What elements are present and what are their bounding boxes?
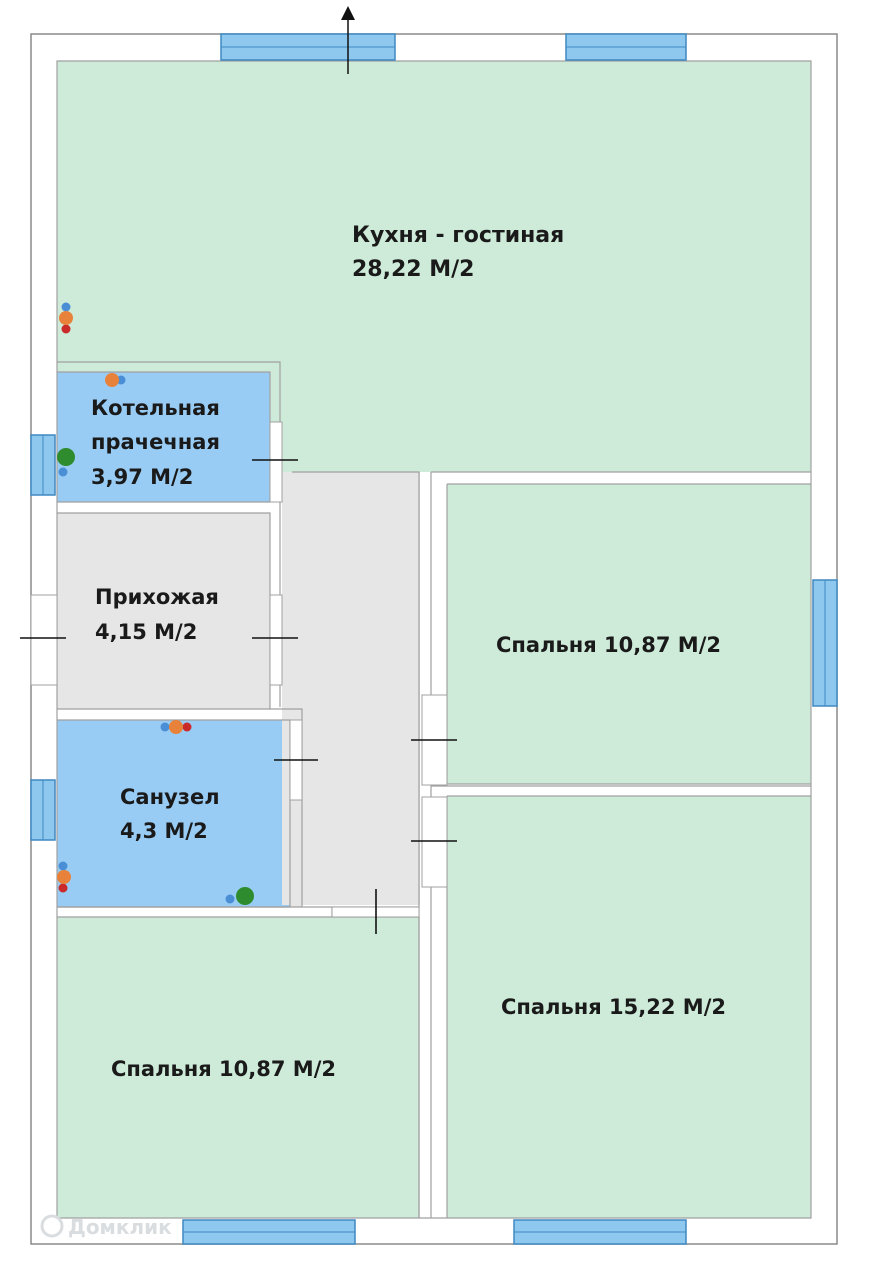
bathroom-area: 4,3 М/2 bbox=[120, 819, 208, 843]
bedroom-right-bottom-floor bbox=[447, 796, 811, 1218]
plumbing-fixture-icon bbox=[57, 448, 75, 477]
plumbing-fixture-icon bbox=[160, 720, 192, 734]
hall-name: Прихожая bbox=[95, 585, 219, 609]
door-icon bbox=[30, 594, 58, 686]
window-mullions bbox=[42, 46, 826, 1233]
kitchen-area: 28,22 М/2 bbox=[352, 257, 474, 282]
door-icon bbox=[269, 594, 283, 686]
corridor-floor bbox=[282, 472, 420, 905]
boiler-area: 3,97 М/2 bbox=[91, 465, 193, 489]
door-icon bbox=[269, 421, 283, 503]
bedroom-right-top-floor bbox=[447, 484, 811, 784]
bathroom-name: Санузел bbox=[120, 785, 220, 809]
boiler-name-line1: Котельная bbox=[91, 396, 220, 420]
plumbing-fixture-icon bbox=[57, 861, 71, 893]
bathroom-floor bbox=[57, 720, 290, 907]
kitchen-name: Кухня - гостиная bbox=[352, 223, 564, 248]
plumbing-fixtures bbox=[57, 302, 254, 905]
door-icon bbox=[421, 796, 448, 888]
plumbing-fixture-icon bbox=[105, 373, 126, 387]
hall-area: 4,15 М/2 bbox=[95, 620, 197, 644]
door-ticks bbox=[20, 459, 457, 934]
bedroom-right-top-label: Спальня 10,87 М/2 bbox=[496, 633, 721, 657]
bedroom-right-bottom-label: Спальня 15,22 М/2 bbox=[501, 995, 726, 1019]
hall-floor bbox=[57, 513, 270, 709]
north-arrow-icon bbox=[341, 6, 355, 74]
plumbing-fixture-icon bbox=[59, 302, 73, 334]
boiler-name-line2: прачечная bbox=[91, 430, 220, 454]
watermark-text: Домклик bbox=[68, 1215, 172, 1239]
bedroom-left-bottom-floor bbox=[57, 917, 419, 1218]
plumbing-fixture-icon bbox=[225, 887, 254, 905]
bedroom-left-bottom-label: Спальня 10,87 М/2 bbox=[111, 1057, 336, 1081]
watermark: Домклик bbox=[40, 1214, 172, 1239]
boiler-laundry-floor bbox=[57, 372, 270, 502]
watermark-logo-icon bbox=[40, 1214, 64, 1238]
